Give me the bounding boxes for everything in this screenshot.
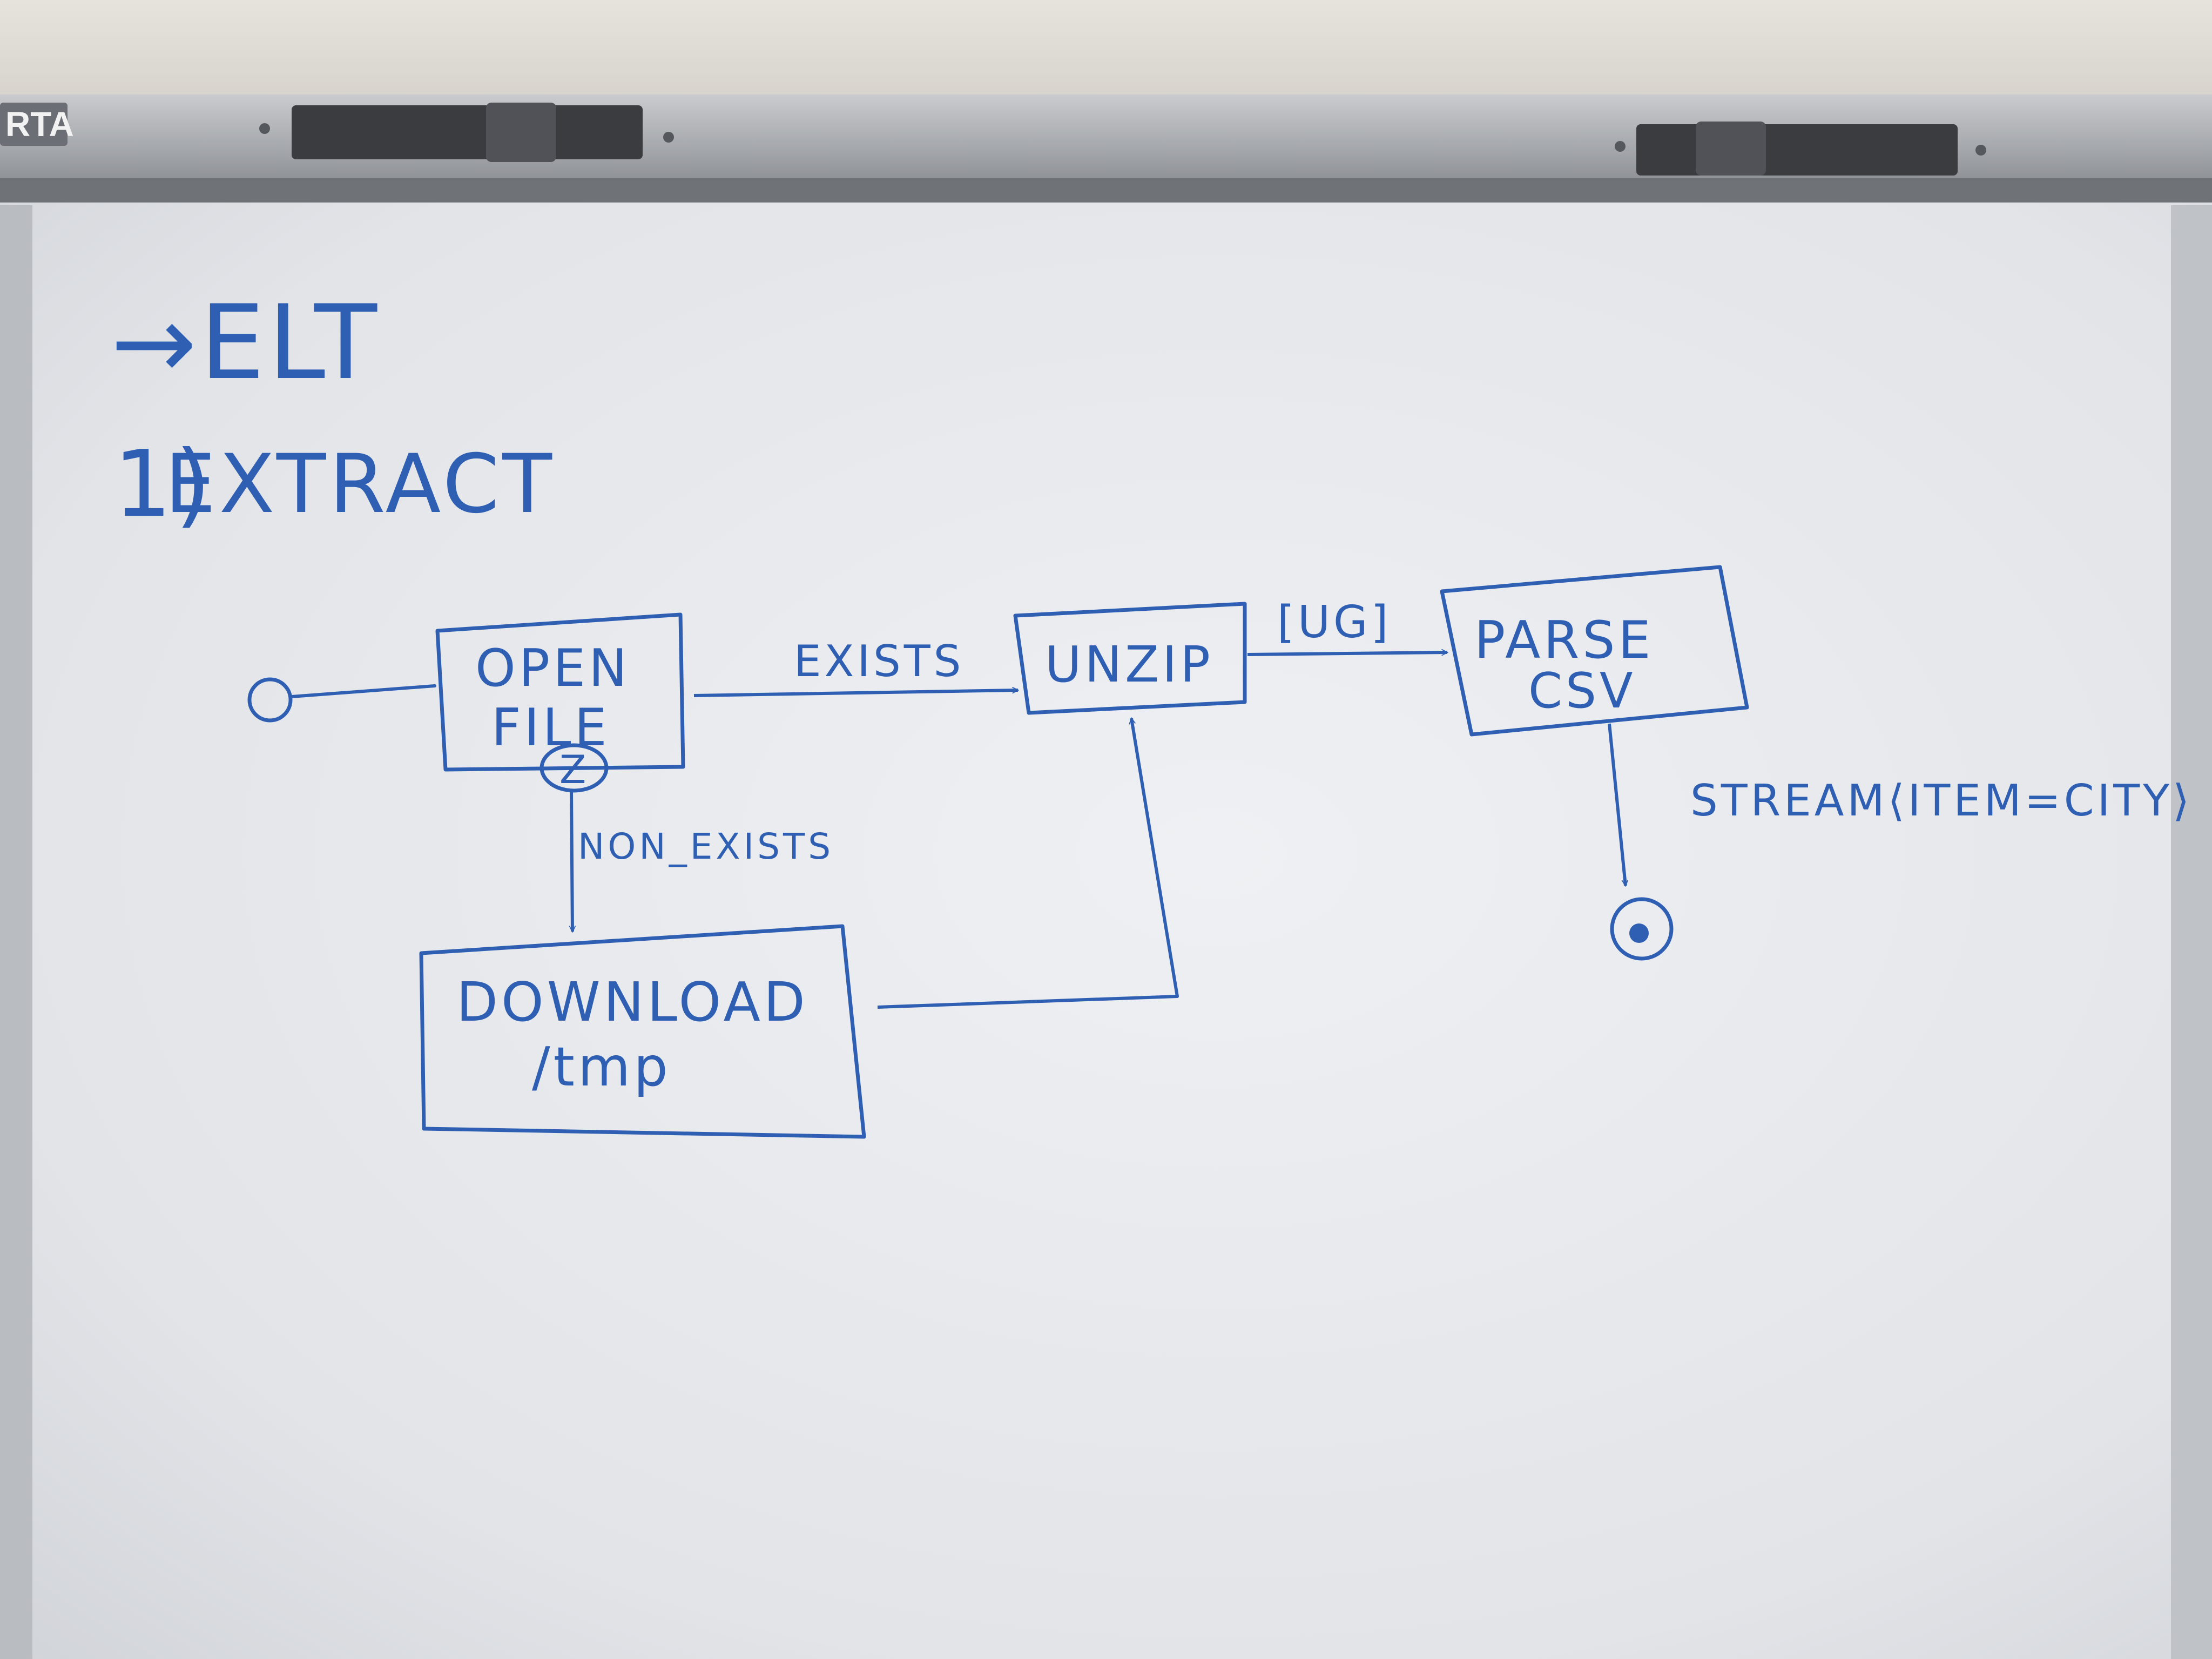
node-unzip-label: UNZIP <box>1045 636 1213 693</box>
edge-start-to-open <box>290 684 436 698</box>
top-rail: RTA <box>0 95 2212 203</box>
whiteboard-surface <box>0 194 2212 1659</box>
open-file-badge-label: Z <box>559 747 589 792</box>
node-download: DOWNLOAD /tmp <box>419 924 866 1139</box>
edge-non-exists-label: NON_EXISTS <box>578 826 834 867</box>
step-extract: EXTRACT <box>165 437 555 531</box>
edge-guard-label: [UG] <box>1277 597 1392 648</box>
node-open-file: OPEN FILE <box>435 612 685 772</box>
board-right-frame <box>2171 205 2212 1659</box>
edge-exists-label: EXISTS <box>794 636 964 686</box>
step-number: 1) <box>113 431 214 538</box>
node-download-line1: DOWNLOAD <box>456 970 808 1034</box>
node-parse-csv-line1: PARSE <box>1474 611 1654 670</box>
node-unzip: UNZIP <box>1013 602 1247 715</box>
board-left-frame <box>0 205 32 1659</box>
rail-clip-right <box>1615 122 1986 176</box>
open-file-badge-icon <box>539 743 609 793</box>
initial-node-icon <box>247 677 293 723</box>
node-open-file-line1: OPEN <box>475 639 630 698</box>
edge-guard <box>1247 652 1447 656</box>
brand-label: RTA <box>5 105 74 144</box>
edge-stream <box>1608 723 1626 886</box>
node-download-line2: /tmp <box>532 1035 671 1098</box>
wall <box>0 0 2212 108</box>
edge-stream-label: STREAM⟨ITEM=CITY⟩ <box>1690 775 2193 826</box>
rail-clip-left <box>259 103 674 162</box>
edge-non-exists <box>571 791 572 932</box>
edge-download-to-unzip <box>877 718 1179 1009</box>
heading-elt: →ELT <box>111 283 380 402</box>
final-node-icon <box>1610 897 1674 961</box>
node-parse-csv: PARSE CSV <box>1440 565 1749 737</box>
node-parse-csv-line2: CSV <box>1528 663 1636 719</box>
edge-exists <box>693 690 1018 697</box>
